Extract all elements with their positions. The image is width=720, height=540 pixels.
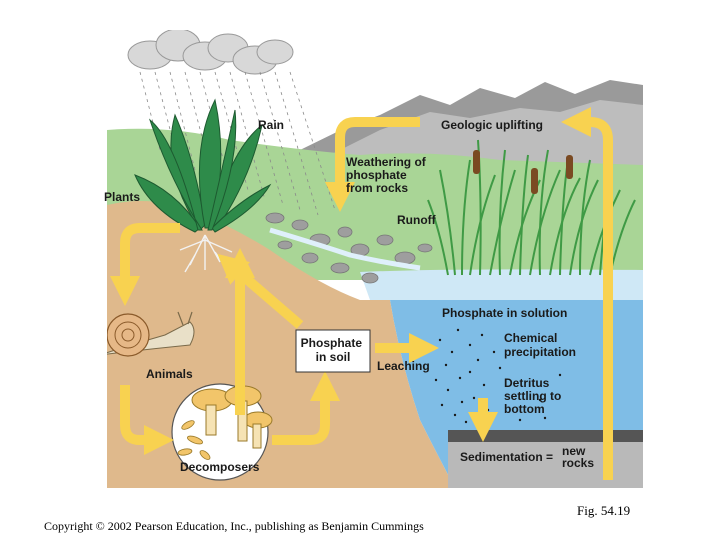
plant-illustration <box>134 98 272 273</box>
figure-number: Fig. 54.19 <box>577 503 631 518</box>
water-surface <box>360 269 643 300</box>
label-new-rocks-line1: new <box>562 444 586 458</box>
runoff-stream <box>269 227 421 271</box>
label-decomposers: Decomposers <box>180 460 260 474</box>
label-new-rocks-line2: rocks <box>562 456 594 470</box>
snail-illustration <box>107 311 195 357</box>
rain-cloud <box>127 30 294 75</box>
label-sedimentation: Sedimentation = <box>460 450 553 464</box>
label-geologic-uplifting: Geologic uplifting <box>441 118 543 132</box>
label-detritus-line1: Detritus <box>504 376 550 390</box>
label-detritus-line3: bottom <box>504 402 545 416</box>
label-weathering-line1: Weathering of <box>346 155 427 169</box>
arrow-geologic-uplift <box>561 107 613 480</box>
label-phosphate-in-solution: Phosphate in solution <box>442 306 567 320</box>
label-weathering: Weathering of phosphate from rocks <box>346 155 429 195</box>
label-weathering-line2: phosphate <box>346 168 407 182</box>
cycle-arrows <box>110 107 613 480</box>
label-chemical-precipitation: Chemical precipitation <box>504 331 576 359</box>
label-rain: Rain <box>258 118 284 132</box>
label-detritus: Detritus settling to bottom <box>504 376 565 416</box>
arrow-animals-to-decomposers <box>120 385 174 455</box>
phosphate-in-soil-box <box>295 329 371 373</box>
cattail-heads <box>473 150 573 194</box>
arrow-decomposers-to-soil <box>272 371 340 445</box>
label-plants: Plants <box>104 190 140 204</box>
label-chemical-precipitation-line1: Chemical <box>504 331 557 345</box>
label-animals: Animals <box>146 367 193 381</box>
runoff-rocks <box>265 212 433 284</box>
label-phosphate-in-soil-line1: Phosphate <box>301 336 363 350</box>
label-chemical-precipitation-line2: precipitation <box>504 345 576 359</box>
label-detritus-line2: settling to <box>504 389 561 403</box>
arrow-runoff-to-soil <box>217 253 304 329</box>
copyright-notice: Copyright © 2002 Pearson Education, Inc.… <box>44 519 424 533</box>
label-leaching: Leaching <box>377 359 430 373</box>
label-phosphate-in-soil: Phosphate in soil <box>301 336 366 364</box>
label-weathering-line3: from rocks <box>346 181 408 195</box>
label-runoff: Runoff <box>397 213 437 227</box>
sediment-layer <box>448 430 643 442</box>
arrow-weathering <box>325 117 420 212</box>
arrow-plants-to-animals <box>110 223 180 306</box>
label-phosphate-in-soil-line2: in soil <box>316 350 351 364</box>
new-rock-layer <box>448 442 643 488</box>
label-new-rocks: new rocks <box>562 444 594 470</box>
